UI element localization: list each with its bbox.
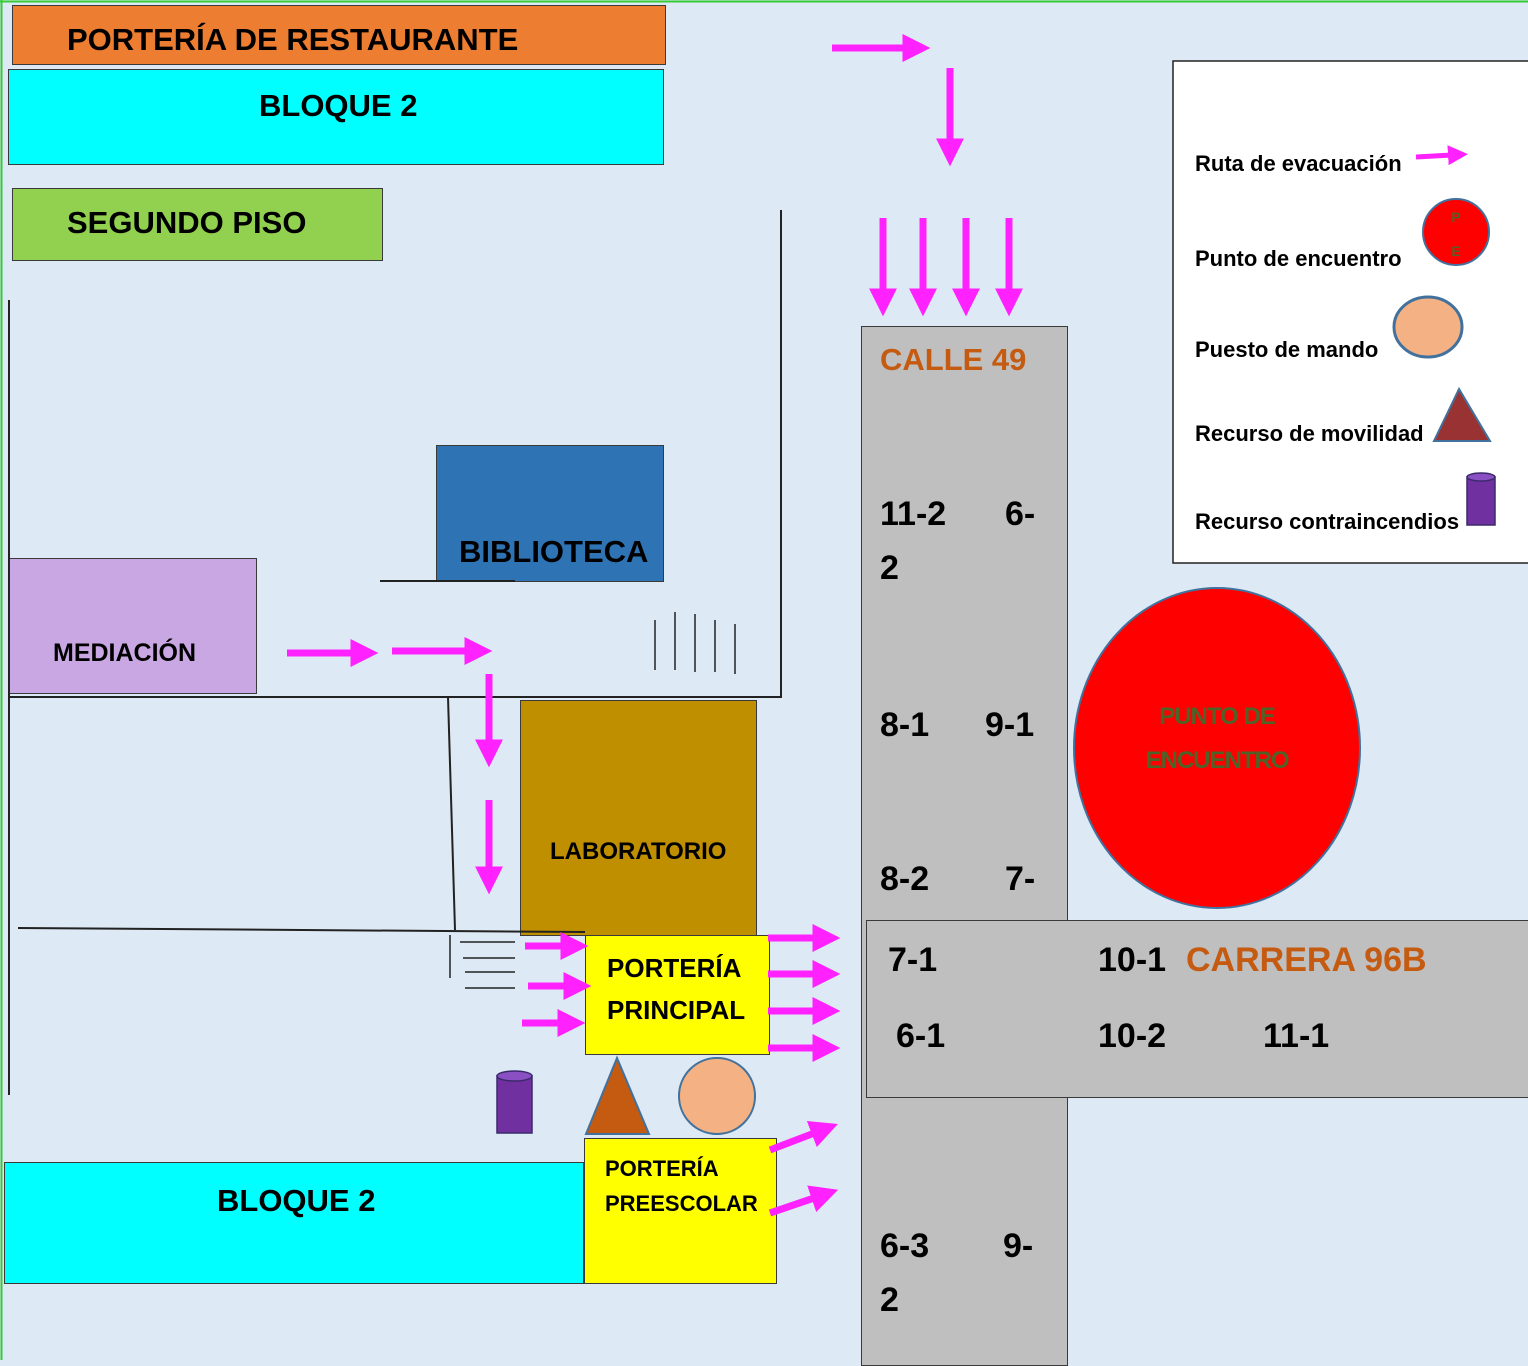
group-label: 9- — [1003, 1227, 1034, 1265]
laboratorio: LABORATORIO — [520, 700, 757, 936]
legend-mobility-label: Recurso de movilidad — [1195, 421, 1424, 446]
legend-meeting-icon: P E — [1422, 198, 1490, 266]
meeting-point-label-2: ENCUENTRO — [1145, 747, 1288, 774]
group-label: 8-2 — [880, 860, 930, 898]
bloque-2-bottom: BLOQUE 2 — [4, 1162, 584, 1284]
porteria-principal-label-2: PRINCIPAL — [607, 995, 746, 1025]
legend-command-icon — [1392, 295, 1464, 359]
group-label: 2 — [880, 549, 899, 587]
porteria-principal: PORTERÍA PRINCIPAL — [585, 935, 770, 1055]
porteria-restaurante-label: PORTERÍA DE RESTAURANTE — [67, 22, 519, 57]
legend-meeting-label: Punto de encuentro — [1195, 246, 1402, 271]
fire-resource-icon — [496, 1070, 533, 1134]
stairs-icon — [654, 612, 736, 674]
legend-mobility-icon — [1432, 386, 1492, 442]
porteria-restaurante: PORTERÍA DE RESTAURANTE — [12, 5, 666, 65]
meeting-point-circle — [1073, 587, 1361, 909]
group-label: 8-1 — [880, 706, 930, 744]
mobility-resource-icon — [584, 1055, 651, 1135]
group-label: 6-1 — [896, 1017, 946, 1055]
group-label: 10-1 — [1098, 941, 1167, 979]
segundo-piso: SEGUNDO PISO — [12, 188, 383, 261]
bloque-2-top: BLOQUE 2 — [8, 69, 664, 165]
route-arrow-icon — [768, 1120, 838, 1154]
porteria-preescolar-label-1: PORTERÍA — [605, 1156, 719, 1181]
porteria-principal-label-1: PORTERÍA — [607, 953, 742, 983]
stairs-icon — [449, 935, 515, 989]
evacuation-route — [287, 34, 1023, 1217]
biblioteca-label: BIBLIOTECA — [459, 534, 649, 569]
group-label: 7- — [1005, 860, 1036, 898]
bloque-2-bottom-label: BLOQUE 2 — [217, 1183, 376, 1218]
bloque-2-top-label: BLOQUE 2 — [259, 88, 418, 123]
group-label: 10-2 — [1098, 1017, 1167, 1055]
carrera-96b-road — [866, 920, 1528, 1098]
legend-arrow-icon — [1415, 145, 1468, 166]
walls — [8, 210, 782, 1095]
calle-49-label: CALLE 49 — [880, 342, 1027, 377]
segundo-piso-label: SEGUNDO PISO — [67, 205, 307, 240]
carrera-96b-label: CARRERA 96B — [1186, 941, 1427, 979]
group-label: 11-1 — [1263, 1017, 1330, 1055]
meeting-point-label-1: PUNTO DE — [1159, 703, 1276, 730]
biblioteca: BIBLIOTECA — [436, 445, 664, 582]
porteria-preescolar-label-2: PREESCOLAR — [605, 1191, 758, 1216]
legend-meeting-icon-bottom: E — [1451, 243, 1460, 259]
group-label: 6-3 — [880, 1227, 930, 1265]
legend-fire-label: Recurso contraincendios — [1195, 509, 1459, 534]
laboratorio-label: LABORATORIO — [550, 838, 727, 865]
group-label: 9-1 — [985, 706, 1035, 744]
legend-meeting-icon-top: P — [1451, 209, 1460, 225]
legend-fire-icon — [1466, 472, 1496, 526]
group-label: 7-1 — [888, 941, 938, 979]
calle-49-road — [861, 326, 1068, 1366]
legend-route-label: Ruta de evacuación — [1195, 151, 1402, 176]
porteria-preescolar: PORTERÍA PREESCOLAR — [584, 1138, 777, 1284]
group-label: 11-2 — [880, 495, 947, 533]
mediacion: MEDIACIÓN — [8, 558, 257, 694]
group-label: 2 — [880, 1281, 899, 1319]
legend-command-label: Puesto de mando — [1195, 337, 1378, 362]
group-label: 6- — [1005, 495, 1036, 533]
command-post-icon — [678, 1057, 756, 1135]
route-arrow-icon — [768, 1185, 839, 1217]
mediacion-label: MEDIACIÓN — [53, 639, 197, 667]
